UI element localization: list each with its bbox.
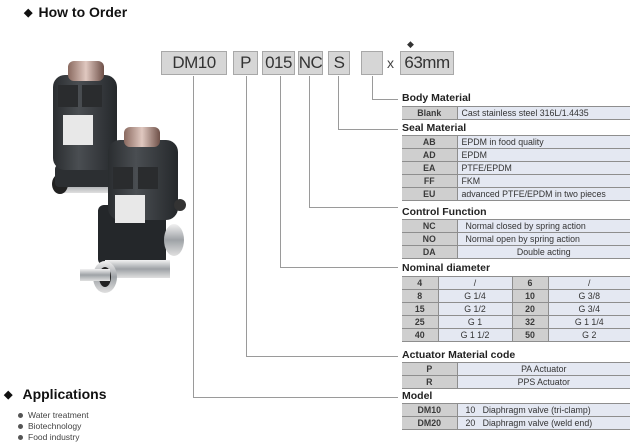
- how-to-order-heading: ◆ How to Order: [24, 4, 127, 20]
- bullet-icon: [18, 435, 23, 440]
- connector-body: [372, 76, 373, 99]
- connector-model-h: [193, 397, 398, 398]
- connector-model: [193, 76, 194, 397]
- model-title: Model: [402, 390, 433, 402]
- order-code-length: 63mm: [400, 51, 454, 75]
- bullet-icon: [18, 413, 23, 418]
- connector-actuator-h: [246, 356, 398, 357]
- order-code-separator: x: [387, 55, 394, 71]
- connector-diameter: [280, 76, 281, 267]
- connector-control: [309, 76, 310, 207]
- diamond-bullet-icon: ◆: [24, 6, 33, 19]
- nominal-diameter-title: Nominal diameter: [402, 262, 491, 274]
- table-row: 4/6/: [402, 276, 630, 290]
- connector-control-h: [309, 207, 398, 208]
- actuator-material-title: Actuator Material code: [402, 349, 516, 361]
- order-code-seal: S: [328, 51, 350, 75]
- body-material-table: Blank Cast stainless steel 316L/1.4435: [402, 106, 630, 120]
- diamond-marker-icon: ◆: [407, 39, 414, 49]
- list-item: Biotechnology: [18, 421, 89, 432]
- order-code-actuator: P: [233, 51, 258, 75]
- order-code-diameter: 015: [262, 51, 295, 75]
- list-item: Food industry: [18, 432, 89, 443]
- connector-diameter-h: [280, 267, 398, 268]
- order-code-body: [361, 51, 383, 75]
- applications-title: Applications: [22, 386, 107, 402]
- how-to-order-title: How to Order: [38, 4, 128, 20]
- connector-seal: [338, 76, 339, 129]
- bullet-icon: [18, 424, 23, 429]
- list-item: Water treatment: [18, 410, 89, 421]
- diamond-bullet-icon: ◆: [4, 388, 13, 401]
- desc-cell: Cast stainless steel 316L/1.4435: [457, 106, 630, 120]
- front-valve: [80, 127, 186, 293]
- connector-actuator: [246, 76, 247, 356]
- connector-body-h: [372, 99, 398, 100]
- control-function-title: Control Function: [402, 206, 487, 218]
- order-code-control: NC: [298, 51, 323, 75]
- applications-list: Water treatment Biotechnology Food indus…: [18, 410, 89, 443]
- order-code-model: DM10: [161, 51, 227, 75]
- code-cell: Blank: [402, 106, 458, 120]
- body-material-title: Body Material: [402, 92, 471, 104]
- seal-material-title: Seal Material: [402, 122, 467, 134]
- back-valve: [52, 61, 117, 194]
- valve-product-image: [52, 61, 186, 293]
- table-row: Blank Cast stainless steel 316L/1.4435: [402, 106, 630, 120]
- connector-seal-h: [338, 129, 398, 130]
- applications-heading: ◆ Applications: [4, 386, 106, 402]
